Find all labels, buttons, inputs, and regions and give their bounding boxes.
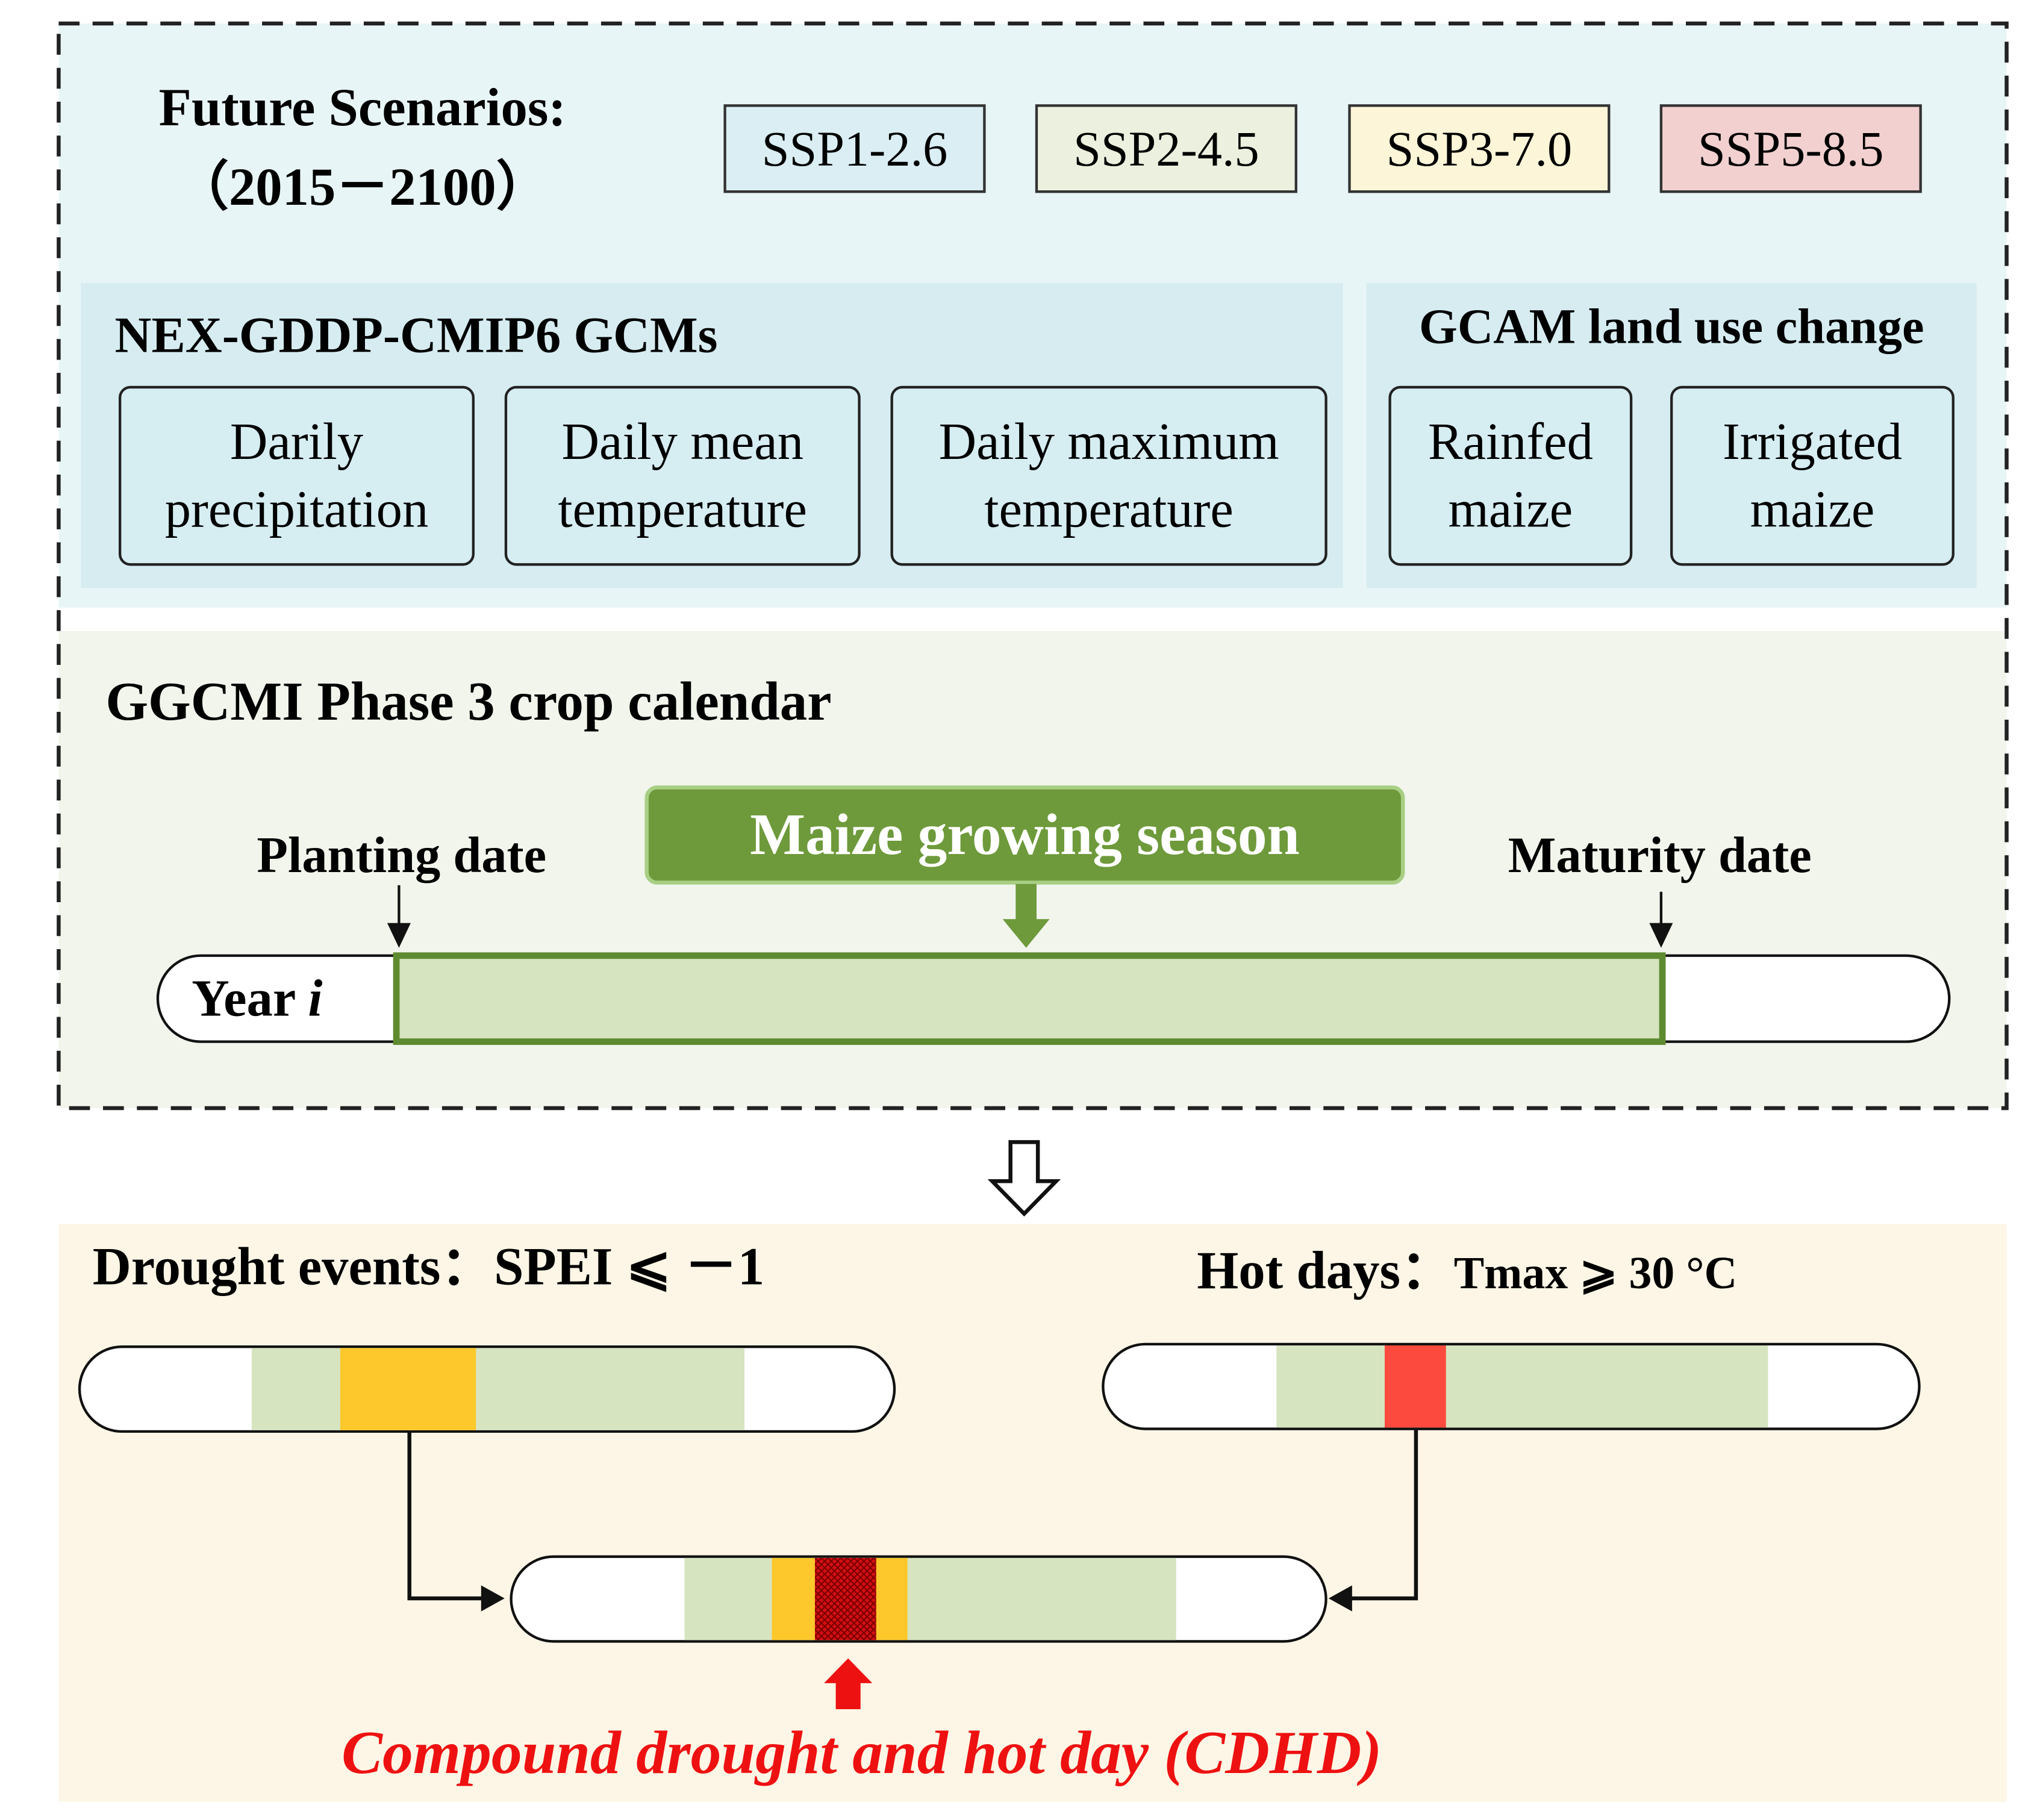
scenarios-title-line1: Future Scenarios: xyxy=(159,78,566,137)
gcam-title: GCAM land use change xyxy=(1419,299,1924,354)
planting-label: Planting date xyxy=(257,827,546,884)
gcam-box-rainfed: Rainfed maize xyxy=(1388,385,1633,566)
gcm-box-max-temp-line1: Daily maximum xyxy=(939,413,1279,470)
scenario-ssp3: SSP3-7.0 xyxy=(1348,104,1611,193)
cdhd-season-bar xyxy=(684,1557,1176,1641)
maturity-label: Maturity date xyxy=(1508,827,1812,884)
gcm-box-mean-temp-line1: Daily mean xyxy=(562,413,803,470)
hot-connector-head xyxy=(1328,1585,1352,1612)
gcam-box-irrigated-line2: maize xyxy=(1750,481,1875,538)
gcam-box-rainfed-line2: maize xyxy=(1449,481,1573,538)
drought-connector xyxy=(407,1431,484,1601)
scenario-ssp3-label: SSP3-7.0 xyxy=(1387,122,1573,176)
calendar-title: GGCMI Phase 3 crop calendar xyxy=(105,671,831,732)
season-arrow xyxy=(1002,884,1050,948)
planting-arrow-head xyxy=(387,923,411,948)
gcm-box-mean-temp-line2: temperature xyxy=(558,481,807,538)
drought-timeline xyxy=(78,1345,896,1433)
season-banner: Maize growing season xyxy=(644,785,1405,885)
cdhd-label: Compound drought and hot day (CDHD) xyxy=(342,1719,1382,1787)
gcm-box-max-temp-line2: temperature xyxy=(984,481,1233,538)
drought-event-block xyxy=(340,1348,476,1430)
scenario-ssp2: SSP2-4.5 xyxy=(1035,104,1297,193)
gcam-box-irrigated-line1: Irrigated xyxy=(1723,413,1902,470)
drought-label: Drought events：SPEI ⩽ －1 xyxy=(93,1237,765,1296)
drought-season-bar xyxy=(251,1348,745,1430)
cdhd-timeline xyxy=(510,1555,1327,1643)
scenario-ssp5-label: SSP5-8.5 xyxy=(1698,122,1884,176)
gcam-box-irrigated: Irrigated maize xyxy=(1670,385,1954,566)
gcm-title: NEX-GDDP-CMIP6 GCMs xyxy=(114,307,717,363)
hot-event-block xyxy=(1384,1345,1446,1428)
events-section-bg xyxy=(58,1224,2007,1802)
scenario-ssp5: SSP5-8.5 xyxy=(1659,104,1922,193)
hot-season-bar xyxy=(1276,1345,1768,1428)
cdhd-compound-block xyxy=(814,1557,876,1641)
hot-timeline xyxy=(1102,1342,1921,1430)
drought-connector-head xyxy=(481,1585,505,1612)
gcm-box-precipitation: Darily precipitation xyxy=(118,385,475,566)
dashed-frame xyxy=(57,21,2009,1111)
gcam-box-rainfed-line1: Rainfed xyxy=(1428,413,1593,470)
scenario-ssp1-label: SSP1-2.6 xyxy=(762,122,948,176)
scenarios-title-line2: （2015－2100） xyxy=(175,158,549,217)
growing-season-bar xyxy=(393,952,1666,1046)
gcm-box-mean-temp: Daily mean temperature xyxy=(504,385,861,566)
maturity-arrow-head xyxy=(1649,923,1673,948)
year-label: Year i xyxy=(192,969,322,1027)
cdhd-arrow-icon xyxy=(824,1658,873,1709)
season-banner-label: Maize growing season xyxy=(750,802,1300,867)
hot-label: Hot days：Tmax ⩾ 30 °C xyxy=(1197,1241,1737,1300)
gcm-box-precipitation-line2: precipitation xyxy=(165,481,429,538)
hot-connector xyxy=(1349,1429,1418,1601)
scenario-ssp1: SSP1-2.6 xyxy=(723,104,986,193)
gcm-box-precipitation-line1: Darily xyxy=(230,413,363,470)
down-arrow-icon xyxy=(987,1140,1061,1217)
scenario-ssp2-label: SSP2-4.5 xyxy=(1073,122,1259,176)
gcm-box-max-temp: Daily maximum temperature xyxy=(890,385,1327,566)
